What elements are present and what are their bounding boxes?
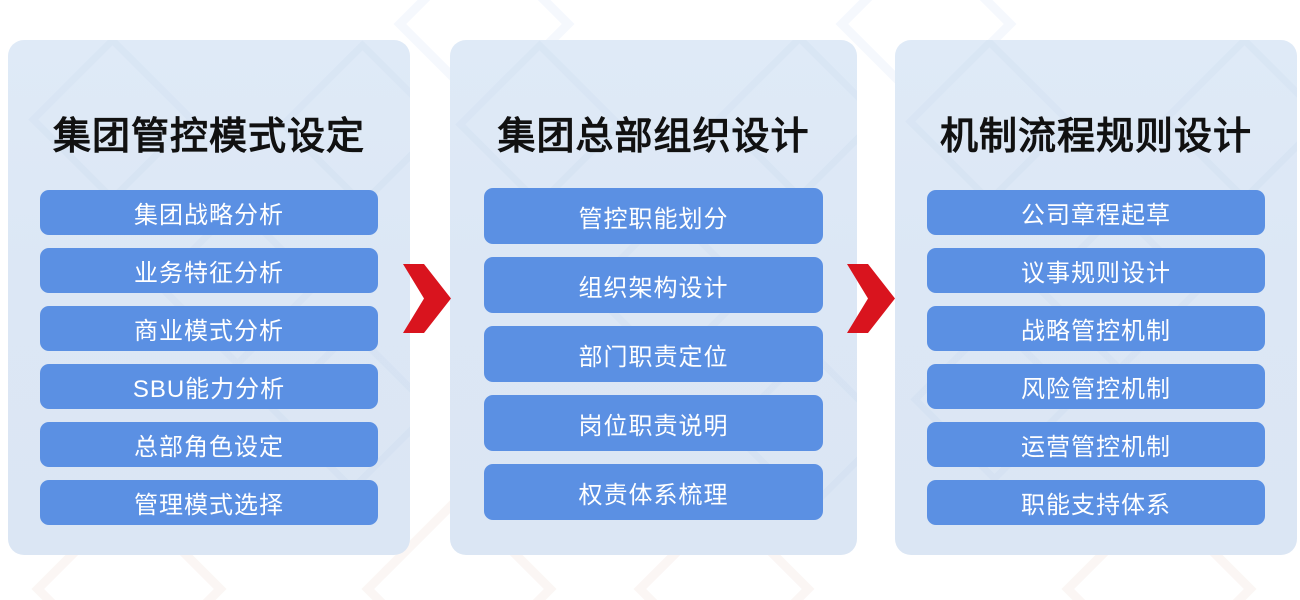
column-2-item-list: 管控职能划分 组织架构设计 部门职责定位 岗位职责说明 权责体系梳理 xyxy=(484,188,823,533)
chevron-right-arrow-icon xyxy=(847,264,895,333)
process-item[interactable]: 部门职责定位 xyxy=(484,326,823,382)
process-item[interactable]: 运营管控机制 xyxy=(927,422,1265,467)
process-item[interactable]: 职能支持体系 xyxy=(927,480,1265,525)
chevron-right-arrow-icon xyxy=(403,264,451,333)
process-item[interactable]: 管控职能划分 xyxy=(484,188,823,244)
stage-column-2: 集团总部组织设计 管控职能划分 组织架构设计 部门职责定位 岗位职责说明 权责体… xyxy=(450,40,857,555)
process-item[interactable]: 管理模式选择 xyxy=(40,480,378,525)
process-item[interactable]: 公司章程起草 xyxy=(927,190,1265,235)
process-item[interactable]: 组织架构设计 xyxy=(484,257,823,313)
process-item[interactable]: 议事规则设计 xyxy=(927,248,1265,293)
column-1-title: 集团管控模式设定 xyxy=(52,116,365,158)
column-1-item-list: 集团战略分析 业务特征分析 商业模式分析 SBU能力分析 总部角色设定 管理模式… xyxy=(40,190,378,538)
process-item[interactable]: 风险管控机制 xyxy=(927,364,1265,409)
process-item[interactable]: 业务特征分析 xyxy=(40,248,378,293)
process-item[interactable]: 岗位职责说明 xyxy=(484,395,823,451)
process-item[interactable]: 商业模式分析 xyxy=(40,306,378,351)
process-item[interactable]: 战略管控机制 xyxy=(927,306,1265,351)
process-item[interactable]: 权责体系梳理 xyxy=(484,464,823,520)
column-3-title: 机制流程规则设计 xyxy=(939,116,1252,158)
process-item[interactable]: SBU能力分析 xyxy=(40,364,378,409)
process-item[interactable]: 集团战略分析 xyxy=(40,190,378,235)
column-2-title: 集团总部组织设计 xyxy=(497,116,810,158)
stage-column-1: 集团管控模式设定 集团战略分析 业务特征分析 商业模式分析 SBU能力分析 总部… xyxy=(8,40,410,555)
process-item[interactable]: 总部角色设定 xyxy=(40,422,378,467)
stage-column-3: 机制流程规则设计 公司章程起草 议事规则设计 战略管控机制 风险管控机制 运营管… xyxy=(895,40,1297,555)
column-3-item-list: 公司章程起草 议事规则设计 战略管控机制 风险管控机制 运营管控机制 职能支持体… xyxy=(927,190,1265,538)
